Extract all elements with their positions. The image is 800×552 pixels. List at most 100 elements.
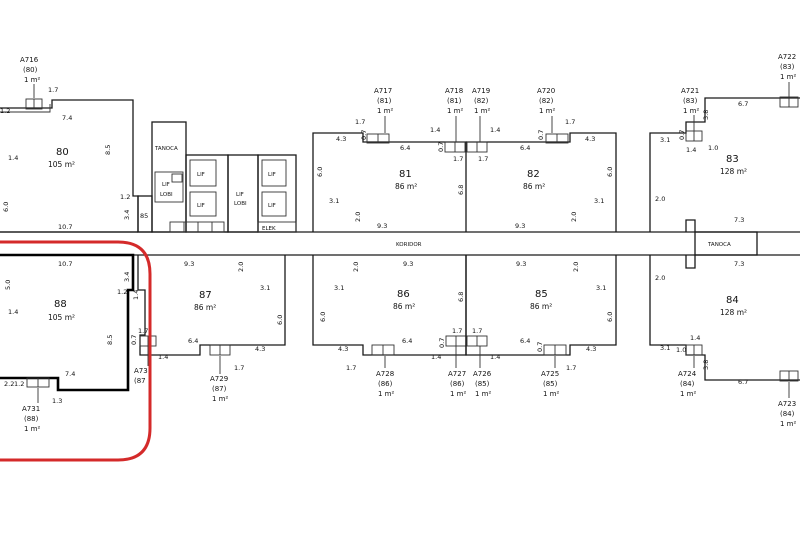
storage-a731[interactable]: A731 (88) 1 m² <box>22 388 40 433</box>
storage-a729[interactable]: A729 (87) 1 m² <box>210 356 228 403</box>
dim-label: 6.0 <box>606 312 614 322</box>
unit-area: 105 m² <box>48 160 75 169</box>
dim-label: 5.0 <box>4 280 12 290</box>
dim-label: 6.0 <box>2 202 10 212</box>
storage-a720[interactable]: A720 (82) 1 m² 1.7 <box>537 87 575 133</box>
storage-area: 1 m² <box>683 107 699 115</box>
storage-unit: (88) <box>24 415 39 423</box>
storage-code: A719 <box>472 87 490 95</box>
storage-area: 1 m² <box>780 420 796 428</box>
unit-80[interactable]: 80 105 m² 7.4 8.5 6.0 1.4 3.4 10.7 1.2 1… <box>0 86 139 233</box>
dim-label: 1.7 <box>346 364 356 372</box>
unit-number: 83 <box>726 154 739 165</box>
dim-label: 1.7 <box>355 118 365 126</box>
storage-area: 1 m² <box>212 395 228 403</box>
storage-code: A723 <box>778 400 796 408</box>
storage-a728[interactable]: A728 (86) 1 m² <box>376 356 394 398</box>
storage-a725[interactable]: A725 (85) 1 m² <box>541 356 559 398</box>
storage-a726[interactable]: A726 (85) 1 m² <box>473 346 492 398</box>
storage-area: 1 m² <box>378 390 394 398</box>
terrace-label: TANOCA <box>154 146 178 152</box>
storage-code: A718 <box>445 87 463 95</box>
dim-label: 3.1 <box>594 197 604 205</box>
storage-area: 1 m² <box>377 107 393 115</box>
storage-unit: (82) <box>474 97 489 105</box>
dim-label: 1.4 <box>8 154 18 162</box>
dim-label: 1.4 <box>8 308 18 316</box>
dim-label: 2.0 <box>354 212 362 222</box>
lift-label: LIF <box>268 203 276 209</box>
dim-label: 0.7 <box>437 142 445 152</box>
storage-code: A721 <box>681 87 699 95</box>
dim-label: 1.2 <box>117 288 127 296</box>
storage-area: 1 m² <box>475 390 491 398</box>
storage-a718[interactable]: A718 (81) 1 m² <box>445 87 463 142</box>
storage-unit: (80) <box>23 66 38 74</box>
storage-a719[interactable]: A719 (82) 1 m² <box>472 87 490 142</box>
dim-label: 6.0 <box>316 167 324 177</box>
dim-label: 2.0 <box>655 195 665 203</box>
dim-label: 8.5 <box>104 145 112 155</box>
dim-label: 6.8 <box>457 292 465 302</box>
dim-label: 1.7 <box>565 118 575 126</box>
storage-a727[interactable]: A727 (86) 1 m² <box>448 346 466 398</box>
unit-83[interactable]: 83 128 m² 6.7 3.1 1.4 1.0 3.8 7.3 2.0 0.… <box>649 96 800 232</box>
storage-area: 1 m² <box>474 107 490 115</box>
storage-a716[interactable]: A716 (80) 1 m² <box>20 56 40 98</box>
storage-a730[interactable]: A73 (87 <box>134 346 149 385</box>
unit-84[interactable]: 84 128 m² 7.3 2.0 3.8 6.7 1.0 1.4 3.1 <box>649 255 800 386</box>
dim-label: 1.7 <box>138 327 148 335</box>
dim-label: 9.3 <box>403 260 413 268</box>
service-core: 85 TANOCA LIF LOBI LIF LIF LIF LOBI LIF … <box>137 121 297 233</box>
dim-label: 3.1 <box>660 136 670 144</box>
unit-85[interactable]: 85 86 m² 9.3 2.0 3.1 6.0 6.4 4.3 1.7 1.4… <box>465 255 617 372</box>
dim-label: 1.4 <box>490 126 500 134</box>
storage-unit: (86) <box>378 380 393 388</box>
storage-code: A716 <box>20 56 39 64</box>
dim-label: 6.4 <box>520 144 530 152</box>
storage-a723[interactable]: A723 (84) 1 m² <box>778 382 796 428</box>
dim-label: 3.8 <box>702 110 710 120</box>
storage-a717[interactable]: A717 (81) 1 m² 1.7 <box>355 87 393 133</box>
dim-label: 1.4 <box>686 146 696 154</box>
dim-label: 9.3 <box>377 222 387 230</box>
storage-a722[interactable]: A722 (83) 1 m² <box>778 53 796 97</box>
dim-label: 1.4 <box>690 334 700 342</box>
unit-number: 81 <box>399 169 412 180</box>
dim-label: 1.7 <box>478 155 488 163</box>
dim-label: 1.4 <box>430 126 440 134</box>
terrace-right: TANOCA <box>694 231 758 256</box>
unit-87[interactable]: 87 86 m² 9.3 3.1 6.0 6.4 4.3 1.7 1.4 0.7… <box>130 255 286 372</box>
dim-label: 1.2 <box>120 193 130 201</box>
dim-label: 6.4 <box>520 337 530 345</box>
dim-label: 6.4 <box>402 337 412 345</box>
unit-number: 82 <box>527 169 540 180</box>
dim-label: 0.7 <box>678 130 686 140</box>
unit-86[interactable]: 86 86 m² 9.3 6.8 3.1 6.0 6.4 4.3 1.7 1.4… <box>312 255 467 372</box>
dim-label: 9.3 <box>184 260 194 268</box>
storage-code: A720 <box>537 87 555 95</box>
lift-label: LIF <box>197 172 205 178</box>
unit-number: 86 <box>397 289 410 300</box>
dim-label: 3.1 <box>660 344 670 352</box>
storage-area: 1 m² <box>780 73 796 81</box>
dim-label: 1.7 <box>452 327 462 335</box>
storage-unit: (84) <box>680 380 695 388</box>
dim-label: 7.3 <box>734 216 744 224</box>
unit-82[interactable]: 82 86 m² 6.4 4.3 3.1 6.0 2.0 9.3 0.7 1.7… <box>466 126 617 232</box>
storage-a721[interactable]: A721 (83) 1 m² <box>681 87 699 131</box>
storage-a724[interactable]: A724 (84) 1 m² <box>678 356 697 398</box>
storage-unit: (81) <box>447 97 462 105</box>
dim-label: 3.1 <box>334 284 344 292</box>
unit-81[interactable]: 81 86 m² 6.4 4.3 3.1 6.0 2.0 9.3 6.8 0.7… <box>312 126 467 232</box>
storage-code: A722 <box>778 53 796 61</box>
dim-label: 3.4 <box>123 210 131 220</box>
dim-label: 1.0 <box>676 346 686 354</box>
terrace-label: TANOCA <box>707 242 731 248</box>
dim-label: 10.7 <box>58 260 72 268</box>
unit-88[interactable]: 88 105 m² 10.7 5.0 1.4 1.2 8.5 7.4 2.2 1… <box>0 253 140 405</box>
dim-label: 1.7 <box>234 364 244 372</box>
storage-code: A717 <box>374 87 392 95</box>
storage-area: 1 m² <box>450 390 466 398</box>
